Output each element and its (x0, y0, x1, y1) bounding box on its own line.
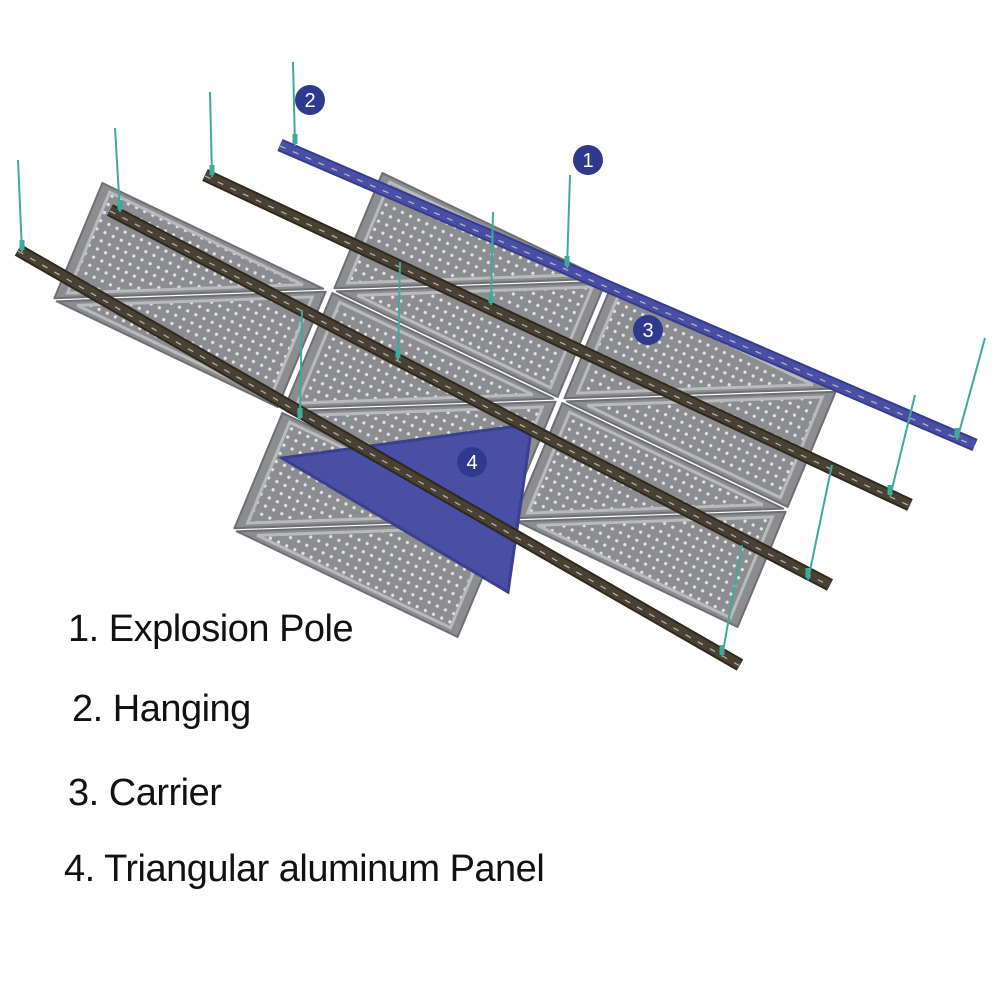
rail-slots (109, 210, 831, 587)
badge-number: 2 (304, 90, 315, 112)
wire-clip (719, 645, 725, 655)
rail-slots (279, 145, 976, 447)
legend-hanging: 2. Hanging (72, 688, 251, 730)
badge-group: 2 1 3 4 (295, 85, 663, 477)
carrier-rail-highlighted-face (278, 140, 977, 450)
rail-group (14, 139, 978, 671)
badge-circle (295, 85, 325, 115)
perforated-area (345, 180, 584, 285)
wire-clip (19, 240, 25, 250)
hanging-wire (490, 211, 494, 306)
wire-clip (488, 293, 494, 303)
wire-clip (297, 408, 303, 418)
perforated-area (575, 290, 814, 395)
carrier-rail-face (203, 170, 912, 510)
hanging-wire (566, 174, 571, 269)
badge-circle (457, 447, 487, 477)
hanging-wire (889, 394, 916, 498)
badge-number: 1 (582, 150, 593, 172)
hanging-wire-group (17, 61, 986, 658)
perforated-area (356, 285, 595, 390)
wire-clip (564, 256, 570, 266)
badge-panel: 4 (457, 447, 487, 477)
wire-clip (954, 428, 960, 438)
legend-carrier: 3. Carrier (68, 772, 222, 814)
wire-clip (117, 200, 123, 210)
badge-hanging: 2 (295, 85, 325, 115)
hanging-wire (114, 127, 121, 213)
hanging-wire (721, 544, 743, 658)
badge-carrier: 3 (633, 315, 663, 345)
hanging-wire (292, 61, 296, 147)
badge-number: 4 (466, 452, 477, 474)
wire-clip (292, 134, 298, 144)
legend-explosion-pole: 1. Explosion Pole (68, 608, 354, 650)
badge-circle (633, 315, 663, 345)
badge-number: 3 (642, 320, 653, 342)
wire-clip (805, 568, 811, 578)
badge-circle (573, 145, 603, 175)
perforated-area (295, 300, 534, 405)
hanging-wire (956, 337, 986, 441)
hanging-wire (17, 159, 23, 253)
wire-clip (209, 165, 215, 175)
perforated-area (536, 515, 775, 620)
hanging-wire (299, 309, 303, 421)
wire-clip (887, 485, 893, 495)
legend-triangular-panel: 4. Triangular aluminum Panel (64, 848, 545, 890)
carrier-rail-face (15, 246, 743, 669)
hanging-wire (807, 464, 833, 581)
wire-clip (395, 348, 401, 358)
badge-explosion-pole: 1 (573, 145, 603, 175)
rail-slots (204, 175, 911, 507)
perforated-area (256, 525, 495, 630)
perforated-area (525, 410, 764, 515)
hanging-wire (397, 261, 401, 361)
carrier-rail-face (107, 206, 833, 589)
hanging-wire (209, 91, 213, 178)
